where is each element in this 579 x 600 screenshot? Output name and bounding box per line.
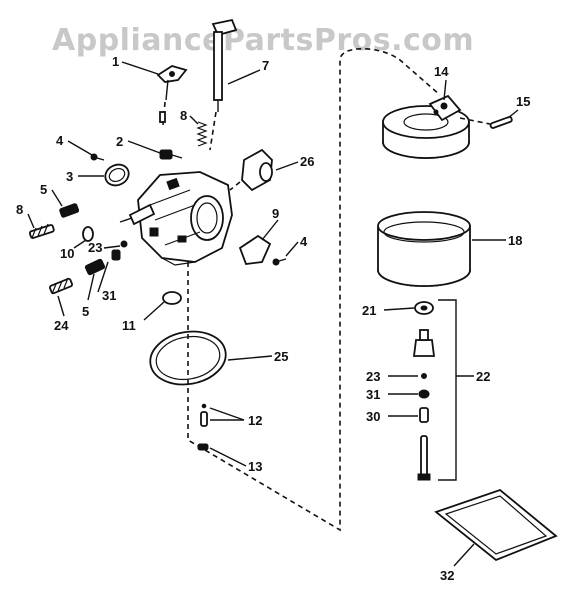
label-5-lower: 5 bbox=[82, 304, 89, 319]
label-18: 18 bbox=[508, 233, 522, 248]
label-23-right: 23 bbox=[366, 369, 380, 384]
leader-lines bbox=[27, 61, 519, 567]
watermark-text: AppliancePartsPros.com bbox=[52, 23, 474, 58]
part-30-spring bbox=[419, 407, 429, 423]
part-9-welch-plug bbox=[238, 234, 272, 265]
carburetor-body bbox=[119, 171, 233, 266]
part-12-pins bbox=[200, 403, 208, 427]
label-14: 14 bbox=[434, 64, 449, 79]
part-5-spring-upper bbox=[59, 203, 80, 218]
label-8-left: 8 bbox=[16, 202, 23, 217]
part-11-ring bbox=[162, 291, 182, 305]
part-18-float-bowl bbox=[377, 211, 471, 287]
part-22-bowl-nut bbox=[412, 329, 436, 357]
part-8-spring-upper bbox=[196, 121, 208, 147]
part-2-screw bbox=[159, 149, 183, 160]
label-32: 32 bbox=[440, 568, 454, 583]
part-5-spring-lower bbox=[84, 258, 106, 276]
label-21: 21 bbox=[362, 303, 376, 318]
assembly-line-main bbox=[187, 48, 441, 532]
part-4-screw-upper bbox=[90, 153, 105, 161]
label-31-left: 31 bbox=[102, 288, 116, 303]
label-23-left: 23 bbox=[88, 240, 102, 255]
label-8-upper: 8 bbox=[180, 108, 187, 123]
part-needle-lower bbox=[417, 435, 431, 481]
part-7-choke-shaft bbox=[209, 18, 238, 151]
label-3: 3 bbox=[66, 169, 73, 184]
label-30: 30 bbox=[366, 409, 380, 424]
part-10-o-ring bbox=[82, 226, 94, 242]
label-7: 7 bbox=[262, 58, 269, 73]
part-3-gasket bbox=[104, 163, 130, 187]
part-31-seal-left bbox=[111, 249, 121, 261]
part-24-needle bbox=[49, 277, 73, 295]
part-13-clip bbox=[197, 443, 209, 451]
label-4-upper: 4 bbox=[56, 133, 64, 148]
part-23-washer-right bbox=[421, 373, 427, 379]
label-2: 2 bbox=[116, 134, 123, 149]
label-5-upper: 5 bbox=[40, 182, 47, 197]
part-23-washer-left bbox=[120, 240, 128, 248]
part-14-float bbox=[382, 94, 470, 159]
part-25-bowl-gasket bbox=[149, 330, 227, 386]
part-8-needle-screw bbox=[28, 223, 55, 239]
label-1: 1 bbox=[112, 54, 119, 69]
label-4-right: 4 bbox=[300, 234, 308, 249]
label-9: 9 bbox=[272, 206, 279, 221]
label-12: 12 bbox=[248, 413, 262, 428]
part-21-washer bbox=[414, 301, 434, 315]
label-13: 13 bbox=[248, 459, 262, 474]
label-24: 24 bbox=[54, 318, 69, 333]
label-25: 25 bbox=[274, 349, 288, 364]
label-26: 26 bbox=[300, 154, 314, 169]
part-labels: 1 7 8 2 4 3 5 26 9 4 8 10 23 31 5 24 11 … bbox=[16, 54, 530, 583]
label-31-right: 31 bbox=[366, 387, 380, 402]
label-22: 22 bbox=[476, 369, 490, 384]
part-32-gasket-plate bbox=[434, 488, 558, 562]
part-15-float-pin bbox=[459, 116, 513, 129]
part-26-fitting bbox=[229, 148, 273, 192]
bracket-22 bbox=[438, 299, 457, 481]
label-15: 15 bbox=[516, 94, 530, 109]
label-10: 10 bbox=[60, 246, 74, 261]
label-11: 11 bbox=[122, 318, 136, 333]
part-31-seal-right bbox=[418, 389, 430, 399]
part-4-screw-right bbox=[272, 258, 287, 266]
part-1-throttle-shaft bbox=[156, 65, 188, 126]
